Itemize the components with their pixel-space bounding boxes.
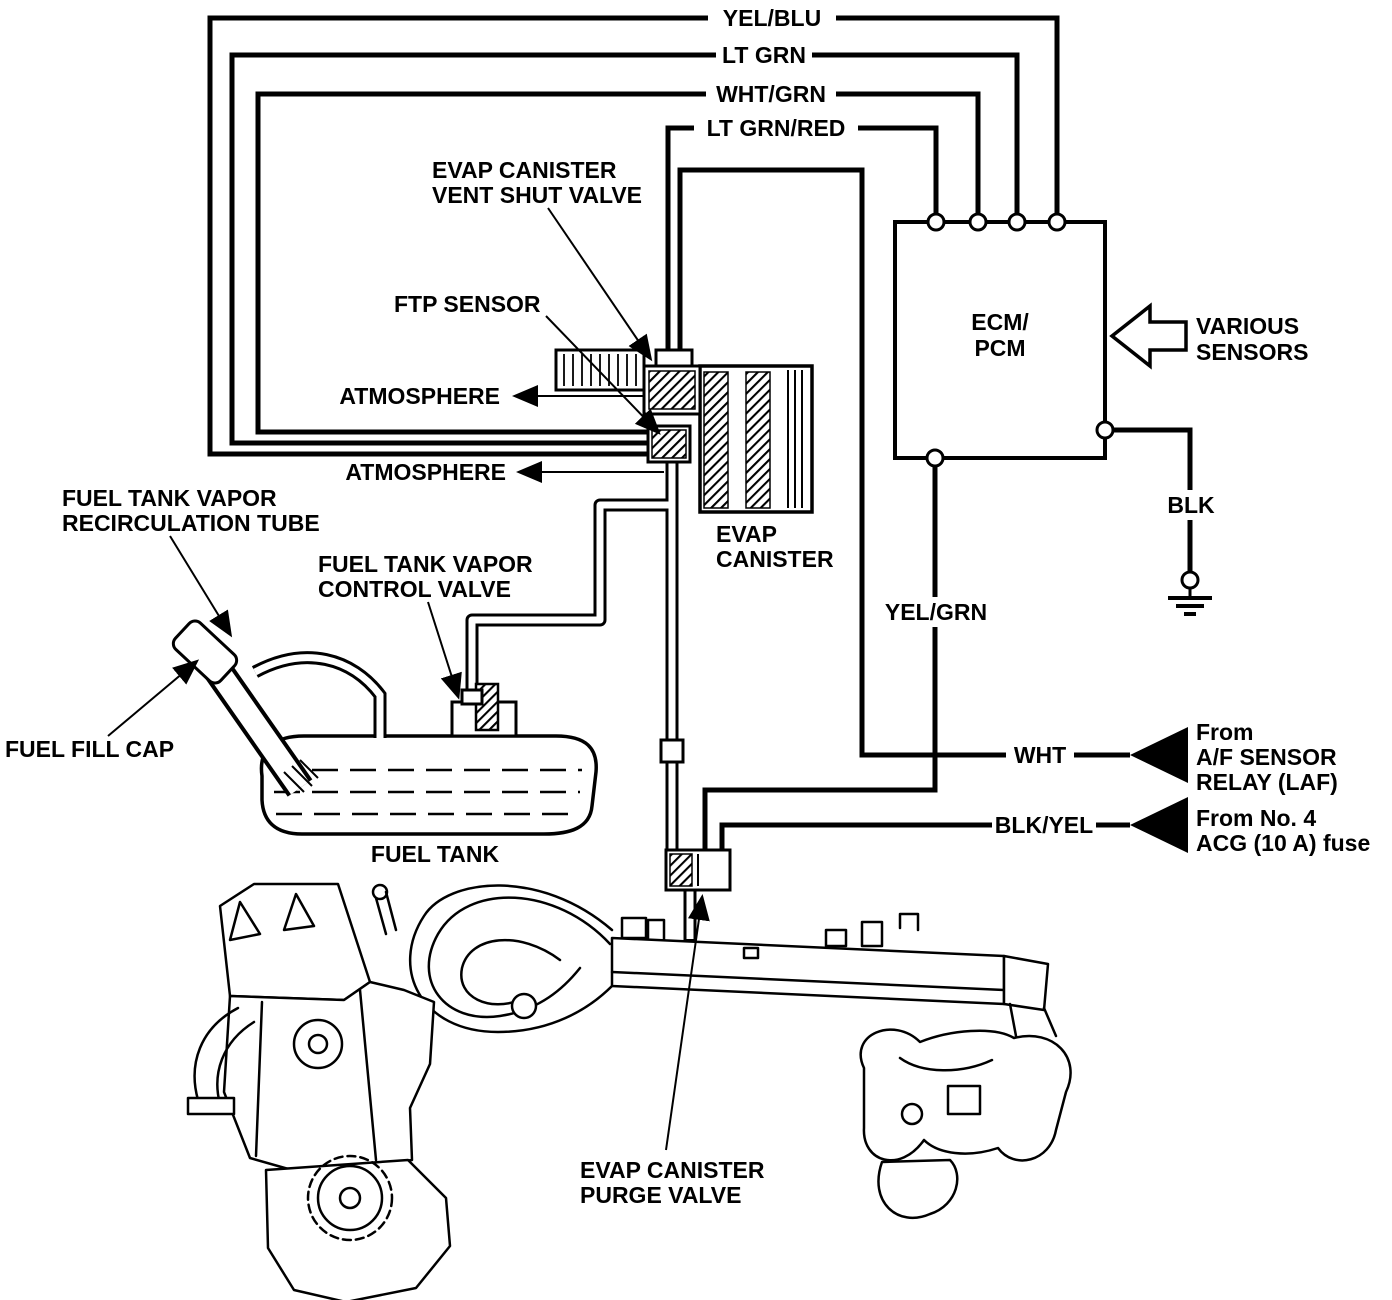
- evap-canister-label-1: EVAP: [716, 521, 777, 547]
- engine-assembly: [186, 882, 1072, 1300]
- fuel-fill-cap-label: FUEL FILL CAP: [5, 736, 174, 762]
- leader-lines: [107, 207, 710, 1151]
- evap-canister-label-2: CANISTER: [716, 546, 834, 572]
- control-valve-label-1: FUEL TANK VAPOR: [318, 551, 533, 577]
- purge-valve-leader: [665, 894, 710, 1151]
- ftp-sensor-leader: [545, 315, 661, 435]
- wire-yel-blu: [207, 15, 1060, 457]
- wire-lt-grn: [229, 52, 1020, 446]
- wire-label-blk-yel: BLK/YEL: [995, 812, 1093, 838]
- wire-label-wht-grn: WHT/GRN: [716, 81, 826, 107]
- from-acg-fuse-arrow: [1130, 797, 1188, 853]
- recirc-tube-label-1: FUEL TANK VAPOR: [62, 485, 277, 511]
- purge-valve-label-2: PURGE VALVE: [580, 1182, 741, 1208]
- ecm-terminal: [1047, 212, 1067, 232]
- vent-valve-leader: [547, 207, 653, 362]
- fuel-tank-label: FUEL TANK: [371, 841, 500, 867]
- ecm-box: [893, 220, 1107, 460]
- tube-fitting: [659, 738, 685, 764]
- recirc-tube-leader: [169, 535, 233, 638]
- various-sensors-arrow: [1109, 302, 1188, 370]
- fuel-tank-vapor-control-valve: [450, 682, 518, 738]
- acg-fuse-label-1: From No. 4: [1196, 805, 1316, 831]
- engine-block: [186, 980, 452, 1300]
- af-relay-label-2: A/F SENSOR: [1196, 744, 1337, 770]
- ecm-terminal: [1007, 212, 1027, 232]
- engine-mount-bracket: [859, 1002, 1072, 1220]
- wire-label-blk: BLK: [1167, 492, 1215, 518]
- various-sensors-label-1: VARIOUS: [1196, 313, 1299, 339]
- wire-label-lt-grn: LT GRN: [722, 42, 806, 68]
- ecm-terminal: [968, 212, 988, 232]
- ground-symbol: [1168, 570, 1212, 616]
- fuel-tank-group: [171, 619, 598, 836]
- ftp-sensor: [646, 424, 692, 464]
- evap-canister-group: [554, 348, 814, 514]
- wire-label-lt-grn-red: LT GRN/RED: [707, 115, 846, 141]
- wire-wht-grn: [255, 91, 981, 435]
- ecm-label-2: PCM: [974, 335, 1025, 361]
- vent-valve-label-2: VENT SHUT VALVE: [432, 182, 642, 208]
- ftp-sensor-label: FTP SENSOR: [394, 291, 541, 317]
- evap-canister-purge-valve: [664, 848, 732, 892]
- component-labels: EVAP CANISTER VENT SHUT VALVE FTP SENSOR…: [5, 157, 1370, 1208]
- wire-labels: YEL/BLU LT GRN WHT/GRN LT GRN/RED YEL/GR…: [694, 3, 1218, 840]
- ecm-terminal: [1095, 420, 1115, 440]
- control-valve-leader: [427, 601, 462, 700]
- wire-label-yel-grn: YEL/GRN: [885, 599, 987, 625]
- atmosphere-top-label: ATMOSPHERE: [339, 383, 500, 409]
- control-valve-label-2: CONTROL VALVE: [318, 576, 511, 602]
- wire-label-wht: WHT: [1014, 742, 1066, 768]
- wire-yel-grn: [702, 466, 938, 852]
- af-relay-label-1: From: [1196, 719, 1254, 745]
- ecm-pcm: [893, 212, 1115, 468]
- wire-blk: [1113, 427, 1193, 572]
- vent-air-filter: [554, 348, 646, 392]
- wire-wht: [677, 167, 1130, 758]
- recirculation-tube: [251, 651, 387, 738]
- various-sensors-label-2: SENSORS: [1196, 339, 1308, 365]
- intake-plenum: [610, 936, 1006, 1006]
- acg-fuse-label-2: ACG (10 A) fuse: [1196, 830, 1370, 856]
- recirc-tube-label-2: RECIRCULATION TUBE: [62, 510, 320, 536]
- wiring: [207, 15, 1193, 852]
- evap-canister-vent-shut-valve: [642, 348, 702, 416]
- fill-cap-leader: [107, 659, 200, 737]
- vent-valve-label-1: EVAP CANISTER: [432, 157, 617, 183]
- af-relay-label-3: RELAY (LAF): [1196, 769, 1338, 795]
- wire-label-yel-blu: YEL/BLU: [723, 5, 821, 31]
- ecm-terminal: [926, 212, 946, 232]
- atmosphere-bottom-label: ATMOSPHERE: [345, 459, 506, 485]
- fuel-tank-body: [259, 734, 598, 836]
- purge-valve-label-1: EVAP CANISTER: [580, 1157, 765, 1183]
- fuel-filler-neck: [171, 619, 319, 797]
- ecm-label-1: ECM/: [971, 309, 1029, 335]
- from-af-relay-arrow: [1130, 727, 1188, 783]
- ecm-terminal: [925, 448, 945, 468]
- intake-duct: [408, 884, 614, 1034]
